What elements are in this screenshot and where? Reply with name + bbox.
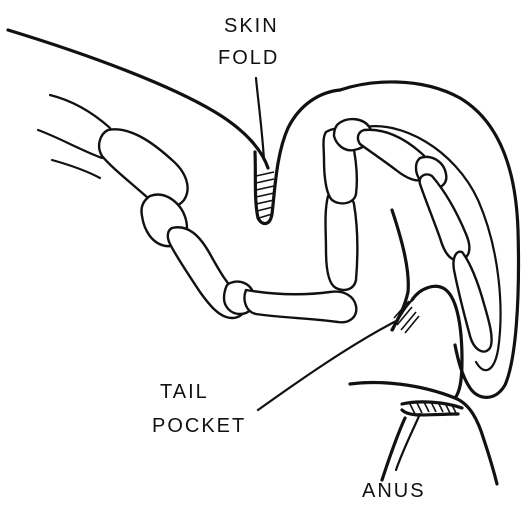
label-skin-fold-line2: FOLD bbox=[218, 47, 279, 69]
rump-outline bbox=[350, 383, 497, 484]
anus-leader bbox=[396, 414, 420, 470]
leg-outline-right bbox=[382, 418, 405, 480]
label-anus: ANUS bbox=[362, 480, 426, 502]
label-skin-fold-line1: SKIN bbox=[224, 15, 279, 37]
tail-pocket-lip bbox=[412, 286, 462, 398]
tail-pocket-leader bbox=[258, 320, 398, 410]
label-tail-pocket-line1: TAIL bbox=[160, 381, 209, 403]
label-tail-pocket-line2: POCKET bbox=[152, 415, 246, 437]
hind-limb-bones bbox=[38, 95, 356, 322]
